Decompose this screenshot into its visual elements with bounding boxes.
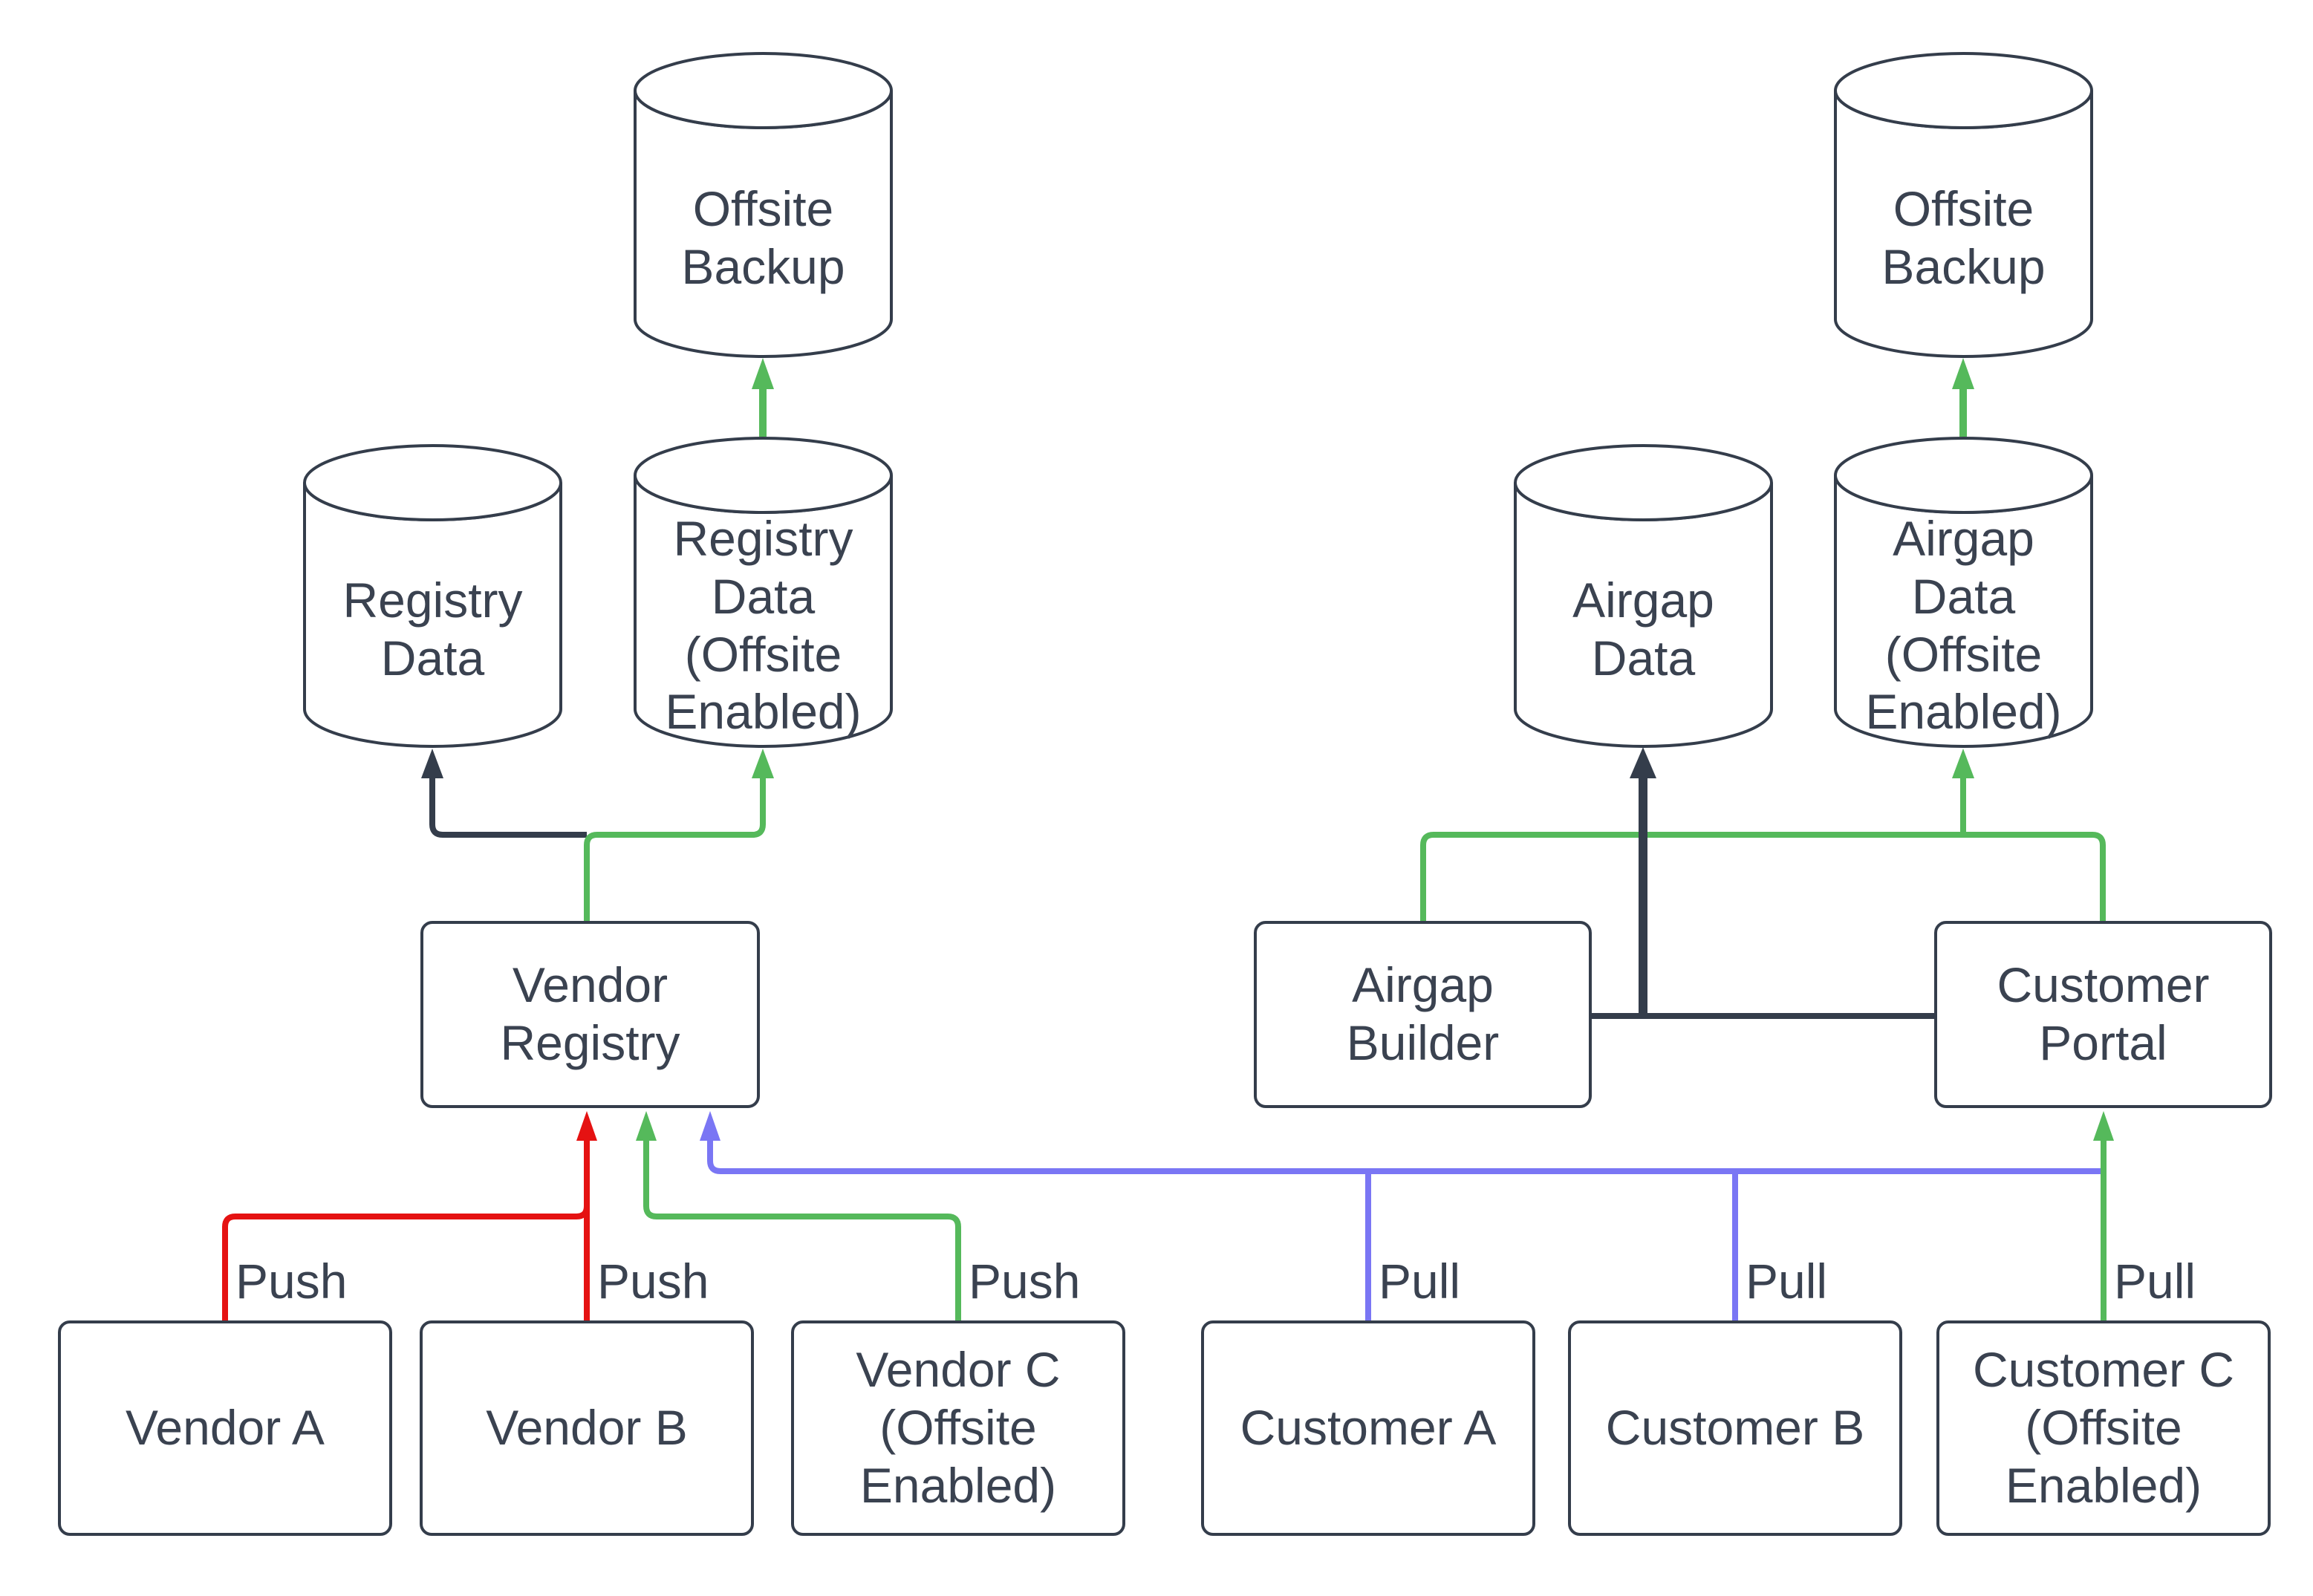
airgap-data-offsite-cylinder: [1834, 437, 2093, 748]
arrowhead-registry-data: [421, 749, 443, 778]
airgap-data-label: Airgap Data: [1572, 572, 1714, 685]
edge-label-push-vendor-a: Push: [235, 1254, 348, 1309]
edge-registry-dark-line: [429, 778, 587, 838]
arrowhead-offsite-backup-right: [1952, 358, 1974, 389]
edge-label-pull-customer-c: Pull: [2114, 1254, 2196, 1309]
registry-data-offsite-label: Registry Data (Offsite Enabled): [665, 510, 862, 740]
arrowhead-vendor-c-push: [636, 1111, 657, 1141]
edge-vendor-c-push-line: [643, 1141, 961, 1320]
node-customer-c: Customer C (Offsite Enabled): [1936, 1320, 2271, 1536]
registry-data-offsite-cylinder: [634, 437, 893, 748]
offsite-backup-left-label: Offsite Backup: [681, 181, 845, 294]
edge-registry-green-line: [584, 778, 766, 921]
arrowhead-customer-c-pull: [2093, 1111, 2114, 1141]
airgap-data-offsite-label: Airgap Data (Offsite Enabled): [1865, 510, 2062, 740]
node-airgap-builder: Airgap Builder: [1254, 921, 1592, 1108]
edge-label-pull-customer-a: Pull: [1379, 1254, 1461, 1309]
node-customer-b: Customer B: [1568, 1320, 1902, 1536]
edge-label-push-vendor-b: Push: [597, 1254, 709, 1309]
registry-data-label: Registry Data: [342, 572, 523, 685]
arrowhead-registry-data-offsite: [752, 749, 774, 778]
arrowhead-airgap-data-offsite: [1952, 749, 1974, 778]
arrowhead-offsite-backup-left: [752, 358, 774, 389]
offsite-backup-right-cylinder: [1834, 52, 2093, 358]
edge-label-pull-customer-b: Pull: [1746, 1254, 1828, 1309]
arrowhead-airgap-data: [1630, 747, 1656, 778]
edge-airgap-offsite-green-line: [1420, 832, 2106, 921]
offsite-backup-left-cylinder: [634, 52, 893, 358]
offsite-backup-right-label: Offsite Backup: [1881, 181, 2046, 294]
node-vendor-b: Vendor B: [420, 1320, 754, 1536]
node-vendor-registry: Vendor Registry: [420, 921, 760, 1108]
airgap-data-cylinder: [1514, 444, 1773, 748]
edge-customer-pull-line: [707, 1141, 2102, 1174]
registry-data-cylinder: [303, 444, 562, 748]
node-vendor-a: Vendor A: [58, 1320, 392, 1536]
edge-label-push-vendor-c: Push: [969, 1254, 1081, 1309]
node-vendor-c: Vendor C (Offsite Enabled): [791, 1320, 1125, 1536]
node-customer-portal: Customer Portal: [1934, 921, 2272, 1108]
arrowhead-customer-pull: [700, 1111, 720, 1141]
node-customer-a: Customer A: [1201, 1320, 1535, 1536]
arrowhead-vendor-push: [576, 1111, 597, 1141]
